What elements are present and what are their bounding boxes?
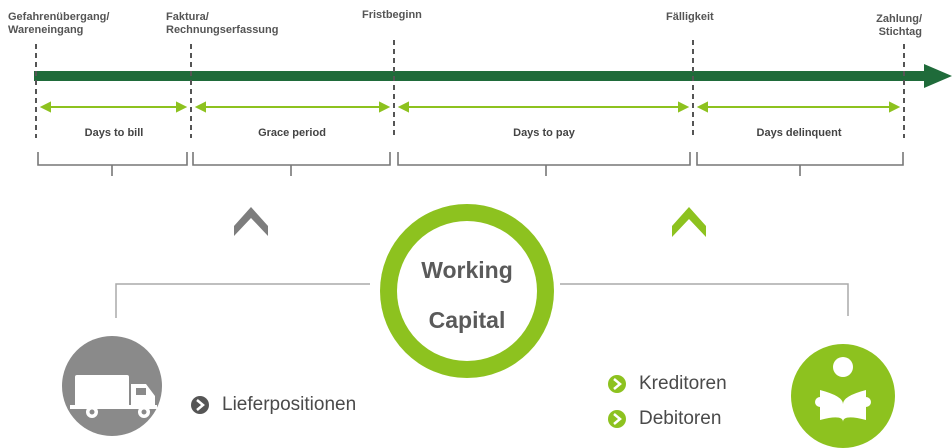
milestone-label-5-line1: Zahlung/ bbox=[876, 13, 922, 25]
milestone-label-5-line2: Stichtag bbox=[878, 26, 922, 38]
truck-icon bbox=[70, 375, 157, 418]
working-capital-inner bbox=[397, 221, 537, 361]
lieferpositionen-label: Lieferpositionen bbox=[222, 394, 357, 415]
bullet-lieferpositionen bbox=[191, 396, 209, 414]
milestone-label-2: Faktura/ Rechnungserfassung bbox=[166, 11, 278, 37]
debitoren-label: Debitoren bbox=[639, 408, 722, 429]
working-capital-line1: Working bbox=[421, 257, 513, 283]
milestone-label-5: Zahlung/ Stichtag bbox=[862, 13, 922, 39]
period-label-1: Days to bill bbox=[84, 127, 144, 139]
chevron-up-icon-grey bbox=[234, 207, 268, 236]
milestone-label-4-line1: Fälligkeit bbox=[666, 11, 714, 23]
kreditoren-label: Kreditoren bbox=[639, 373, 727, 394]
connector-left bbox=[115, 283, 370, 318]
milestone-label-1-line2: Wareneingang bbox=[8, 24, 84, 36]
period-label-2: Grace period bbox=[258, 127, 326, 139]
period-arrow-4-left-head bbox=[696, 101, 708, 113]
timeline-arrowhead bbox=[924, 64, 952, 88]
milestone-label-4: Fälligkeit bbox=[666, 11, 714, 24]
period-arrow-1-right-head bbox=[176, 101, 188, 113]
period-bracket-1 bbox=[37, 152, 188, 176]
reader-icon bbox=[815, 357, 871, 422]
bullet-kreditoren bbox=[608, 375, 626, 393]
milestone-label-1-line1: Gefahrenübergang/ bbox=[8, 11, 110, 23]
milestone-label-1: Gefahrenübergang/ Wareneingang bbox=[8, 11, 109, 37]
period-bracket-2 bbox=[192, 152, 391, 176]
milestone-label-2-line1: Faktura/ bbox=[166, 11, 209, 23]
period-label-4: Days delinquent bbox=[756, 127, 842, 139]
period-arrow-1-left-head bbox=[39, 101, 51, 113]
working-capital-line2: Capital bbox=[428, 307, 506, 333]
period-arrow-4-right-head bbox=[889, 101, 901, 113]
period-arrow-2-left-head bbox=[194, 101, 206, 113]
period-bracket-3 bbox=[397, 152, 691, 176]
chevron-up-icon-green bbox=[672, 207, 706, 237]
milestone-label-3: Fristbeginn bbox=[362, 9, 422, 22]
milestone-label-3-line1: Fristbeginn bbox=[362, 9, 422, 21]
bullet-debitoren bbox=[608, 410, 626, 428]
reader-circle bbox=[791, 344, 895, 448]
connector-right bbox=[560, 283, 849, 316]
milestone-label-2-line2: Rechnungserfassung bbox=[166, 24, 279, 36]
period-arrow-3-left-head bbox=[397, 101, 409, 113]
timeline-bar bbox=[34, 71, 927, 81]
period-arrow-2-right-head bbox=[379, 101, 391, 113]
period-bracket-4 bbox=[696, 152, 904, 176]
period-arrow-3-right-head bbox=[678, 101, 690, 113]
period-label-3: Days to pay bbox=[513, 127, 575, 139]
